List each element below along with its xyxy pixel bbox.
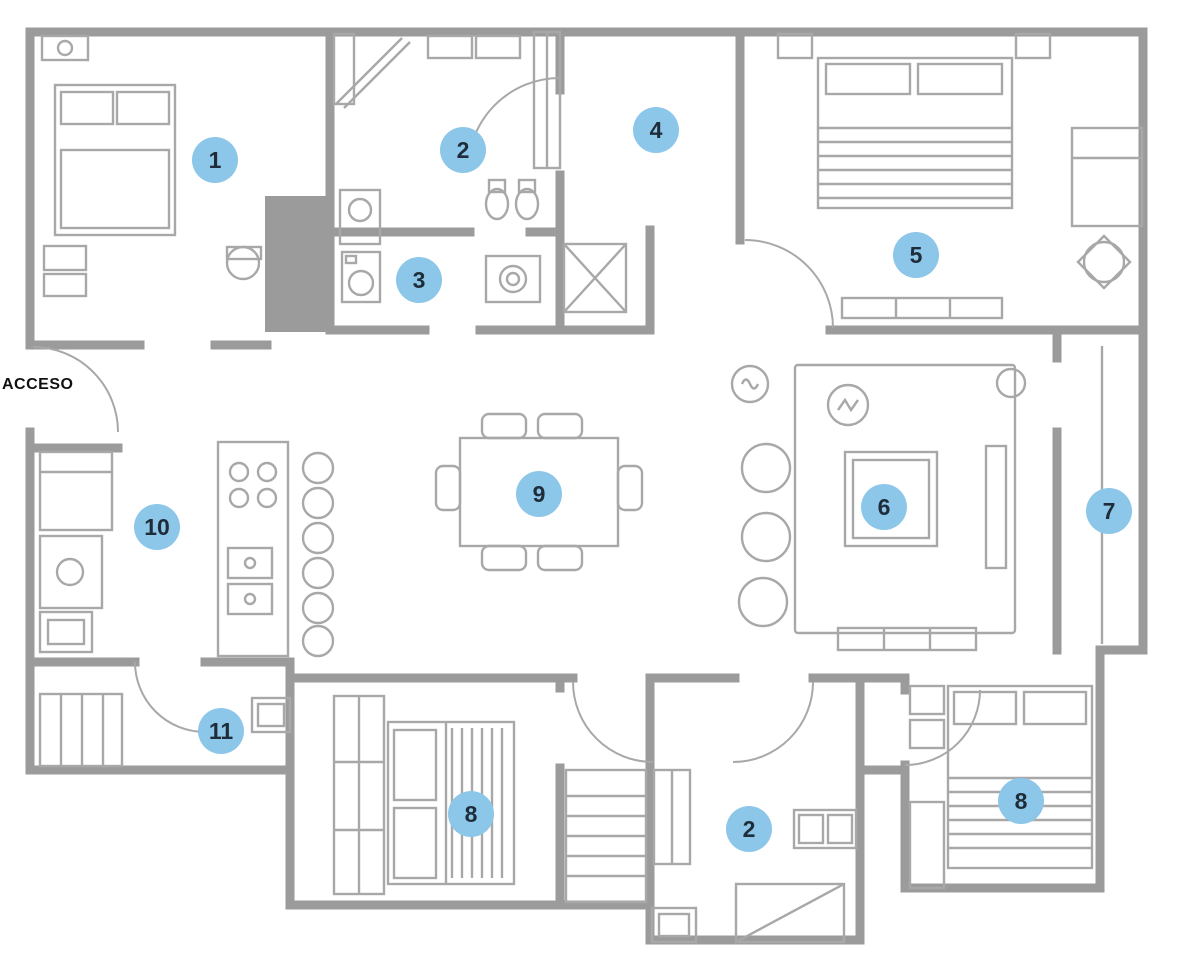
bedroom-8-left-door-arc (572, 681, 654, 763)
furniture (38, 30, 1144, 944)
bathroom-bottom-furniture (650, 768, 858, 944)
room-marker-6-5[interactable]: 6 (861, 484, 907, 530)
room-marker-2-11[interactable]: 2 (726, 806, 772, 852)
entry-furniture (38, 692, 292, 768)
kitchen-furniture (38, 440, 335, 658)
room-marker-5-4[interactable]: 5 (893, 232, 939, 278)
entrance-door-arc (32, 346, 119, 433)
bedroom-5-door-arc (744, 239, 834, 329)
dining-furniture (434, 412, 644, 572)
bathroom-top-furniture (426, 30, 562, 221)
room-marker-9-7[interactable]: 9 (516, 471, 562, 517)
entrance-label: ACCESO (2, 376, 74, 393)
room-marker-7-6[interactable]: 7 (1086, 488, 1132, 534)
room-marker-10-8[interactable]: 10 (134, 504, 180, 550)
bedroom-8-right-door-arc (904, 689, 981, 766)
wardrobe-corridor-furniture (564, 768, 648, 904)
walls (25, 27, 1148, 945)
living-room-furniture (730, 363, 1027, 652)
entry-hall-door-arc (134, 661, 206, 733)
closet-top-furniture (332, 32, 411, 109)
room-marker-8-12[interactable]: 8 (998, 778, 1044, 824)
laundry-furniture (338, 188, 628, 314)
bathroom-bottom-door-arc (732, 681, 814, 763)
room-marker-11-9[interactable]: 11 (198, 708, 244, 754)
bedroom-5-furniture (776, 32, 1144, 320)
bedroom-1-furniture (40, 34, 263, 298)
door-arcs (32, 77, 981, 766)
room-marker-8-10[interactable]: 8 (448, 791, 494, 837)
room-marker-4-3[interactable]: 4 (633, 107, 679, 153)
room-marker-2-1[interactable]: 2 (440, 127, 486, 173)
room-marker-1-0[interactable]: 1 (192, 137, 238, 183)
room-marker-3-2[interactable]: 3 (396, 257, 442, 303)
